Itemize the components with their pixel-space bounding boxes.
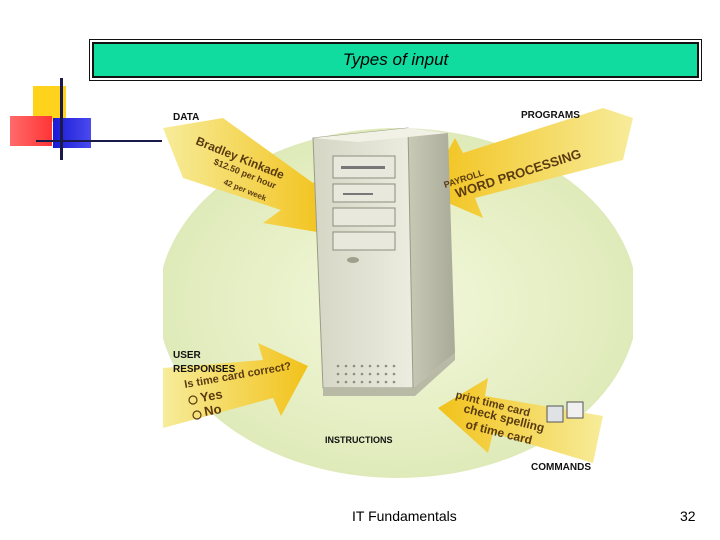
user-label-1: USER [173,350,202,361]
power-button [347,257,359,263]
no-radio-icon [192,410,202,420]
programs-label: PROGRAMS [521,110,580,121]
tower-side [408,128,455,388]
user-responses-arrow [163,343,308,428]
data-label: DATA [173,112,199,123]
drive-bay-4 [332,231,396,251]
deco-vertical-line [60,78,63,160]
drive-bay-2-slot [343,193,373,195]
input-types-figure: DATA Bradley Kinkade $12.50 per hour 42 … [163,108,633,478]
spellcheck-icon [566,401,584,419]
front-vent [336,364,396,384]
drive-bay-3 [332,207,396,227]
answer-no-text: No [203,401,223,419]
commands-label: COMMANDS [531,462,591,473]
computer-tower [312,127,455,396]
yes-radio-icon [188,395,198,405]
slide-title: Types of input [342,50,449,69]
deco-horizontal-line [36,140,162,142]
page-number: 32 [680,508,696,524]
deco-blue-square [53,118,91,148]
data-arrow [163,118,328,233]
programs-arrow [425,108,633,218]
printer-icon [546,405,564,423]
footer-text: IT Fundamentals [352,508,457,524]
instructions-label: INSTRUCTIONS [325,435,393,445]
drive-bay-1-slot [341,166,385,169]
user-label-2: RESPONSES [173,364,236,375]
tower-top [313,128,448,142]
answer-yes-text: Yes [199,386,224,405]
commands-arrow [438,378,603,463]
tower-base [323,353,455,396]
title-bar: Types of input [92,42,699,78]
